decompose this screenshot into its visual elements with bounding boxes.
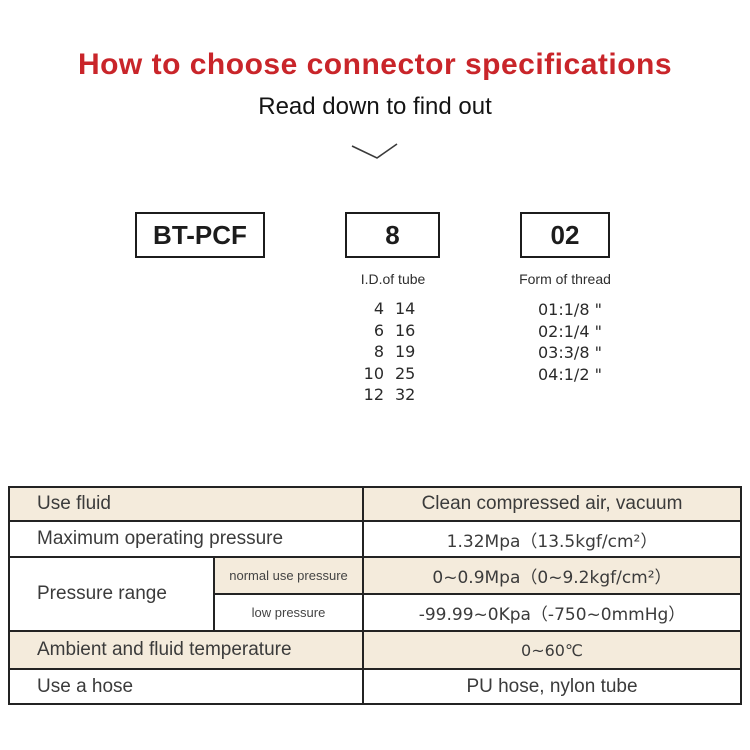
tube-id-row: 12 32 xyxy=(358,384,416,406)
tube-od-value: 19 xyxy=(395,342,416,361)
tube-id-caption: I.D.of tube xyxy=(360,271,426,287)
tube-od-value: 32 xyxy=(395,385,416,404)
tube-od-value: 16 xyxy=(395,320,416,340)
spec-value: PU hose, nylon tube xyxy=(466,675,638,697)
spec-sub-label: low pressure xyxy=(215,595,364,630)
tube-id-value: 6 xyxy=(373,320,384,340)
spec-row-temperature: Ambient and fluid temperature 0~60℃ xyxy=(10,630,740,668)
spec-table: Use fluid Clean compressed air, vacuum M… xyxy=(8,486,742,705)
thread-form-item: 02:1/4 " xyxy=(538,321,602,341)
tube-od-value: 25 xyxy=(395,363,416,383)
thread-form-caption: Form of thread xyxy=(519,271,611,287)
spec-value: 0~60℃ xyxy=(521,640,583,660)
tube-id-value: 12 xyxy=(363,385,384,404)
spec-label: Use fluid xyxy=(10,488,364,520)
spec-label: Ambient and fluid temperature xyxy=(10,632,364,668)
spec-label: Pressure range xyxy=(10,558,215,630)
thread-form-item: 01:1/8 " xyxy=(538,300,602,319)
model-code-box: BT-PCF xyxy=(135,212,265,258)
spec-subrow-normal-pressure: normal use pressure 0~0.9Mpa（0~9.2kgf/cm… xyxy=(215,558,740,595)
spec-value: 0~0.9Mpa（0~9.2kgf/cm²） xyxy=(432,568,672,588)
tube-od-value: 14 xyxy=(395,299,416,318)
tube-id-row: 8 19 xyxy=(358,341,416,363)
tube-id-list: 4 14 6 16 8 19 10 25 12 32 xyxy=(358,298,416,406)
thread-form-list: 01:1/8 " 02:1/4 " 03:3/8 " 04:1/2 " xyxy=(538,299,602,385)
tube-id-value: 10 xyxy=(363,363,384,383)
tube-id-value: 4 xyxy=(373,299,384,318)
chevron-down-icon xyxy=(350,142,400,162)
spec-row-use-fluid: Use fluid Clean compressed air, vacuum xyxy=(10,488,740,520)
tube-size-code-box: 8 xyxy=(345,212,440,258)
spec-subrow-low-pressure: low pressure -99.99~0Kpa（-750~0mmHg） xyxy=(215,595,740,630)
spec-value: Clean compressed air, vacuum xyxy=(421,493,683,514)
tube-id-row: 10 25 xyxy=(358,363,416,385)
spec-label: Use a hose xyxy=(10,670,364,703)
pressure-sub-rows: normal use pressure 0~0.9Mpa（0~9.2kgf/cm… xyxy=(215,558,740,630)
tube-id-row: 6 16 xyxy=(358,320,416,342)
spec-row-max-pressure: Maximum operating pressure 1.32Mpa（13.5k… xyxy=(10,520,740,556)
page-subtitle: Read down to find out xyxy=(258,93,492,120)
tube-id-value: 8 xyxy=(373,342,384,361)
thread-form-item: 03:3/8 " xyxy=(538,343,602,362)
spec-row-pressure-range: Pressure range normal use pressure 0~0.9… xyxy=(10,556,740,630)
spec-value: 1.32Mpa（13.5kgf/cm²） xyxy=(446,531,658,552)
spec-row-hose: Use a hose PU hose, nylon tube xyxy=(10,668,740,703)
thread-code-box: 02 xyxy=(520,212,610,258)
thread-form-item: 04:1/2 " xyxy=(538,364,602,384)
page-title: How to choose connector specifications xyxy=(77,48,673,81)
spec-sub-label: normal use pressure xyxy=(215,558,364,593)
spec-value: -99.99~0Kpa（-750~0mmHg） xyxy=(418,605,686,625)
spec-label: Maximum operating pressure xyxy=(10,522,364,556)
tube-id-row: 4 14 xyxy=(358,298,416,320)
